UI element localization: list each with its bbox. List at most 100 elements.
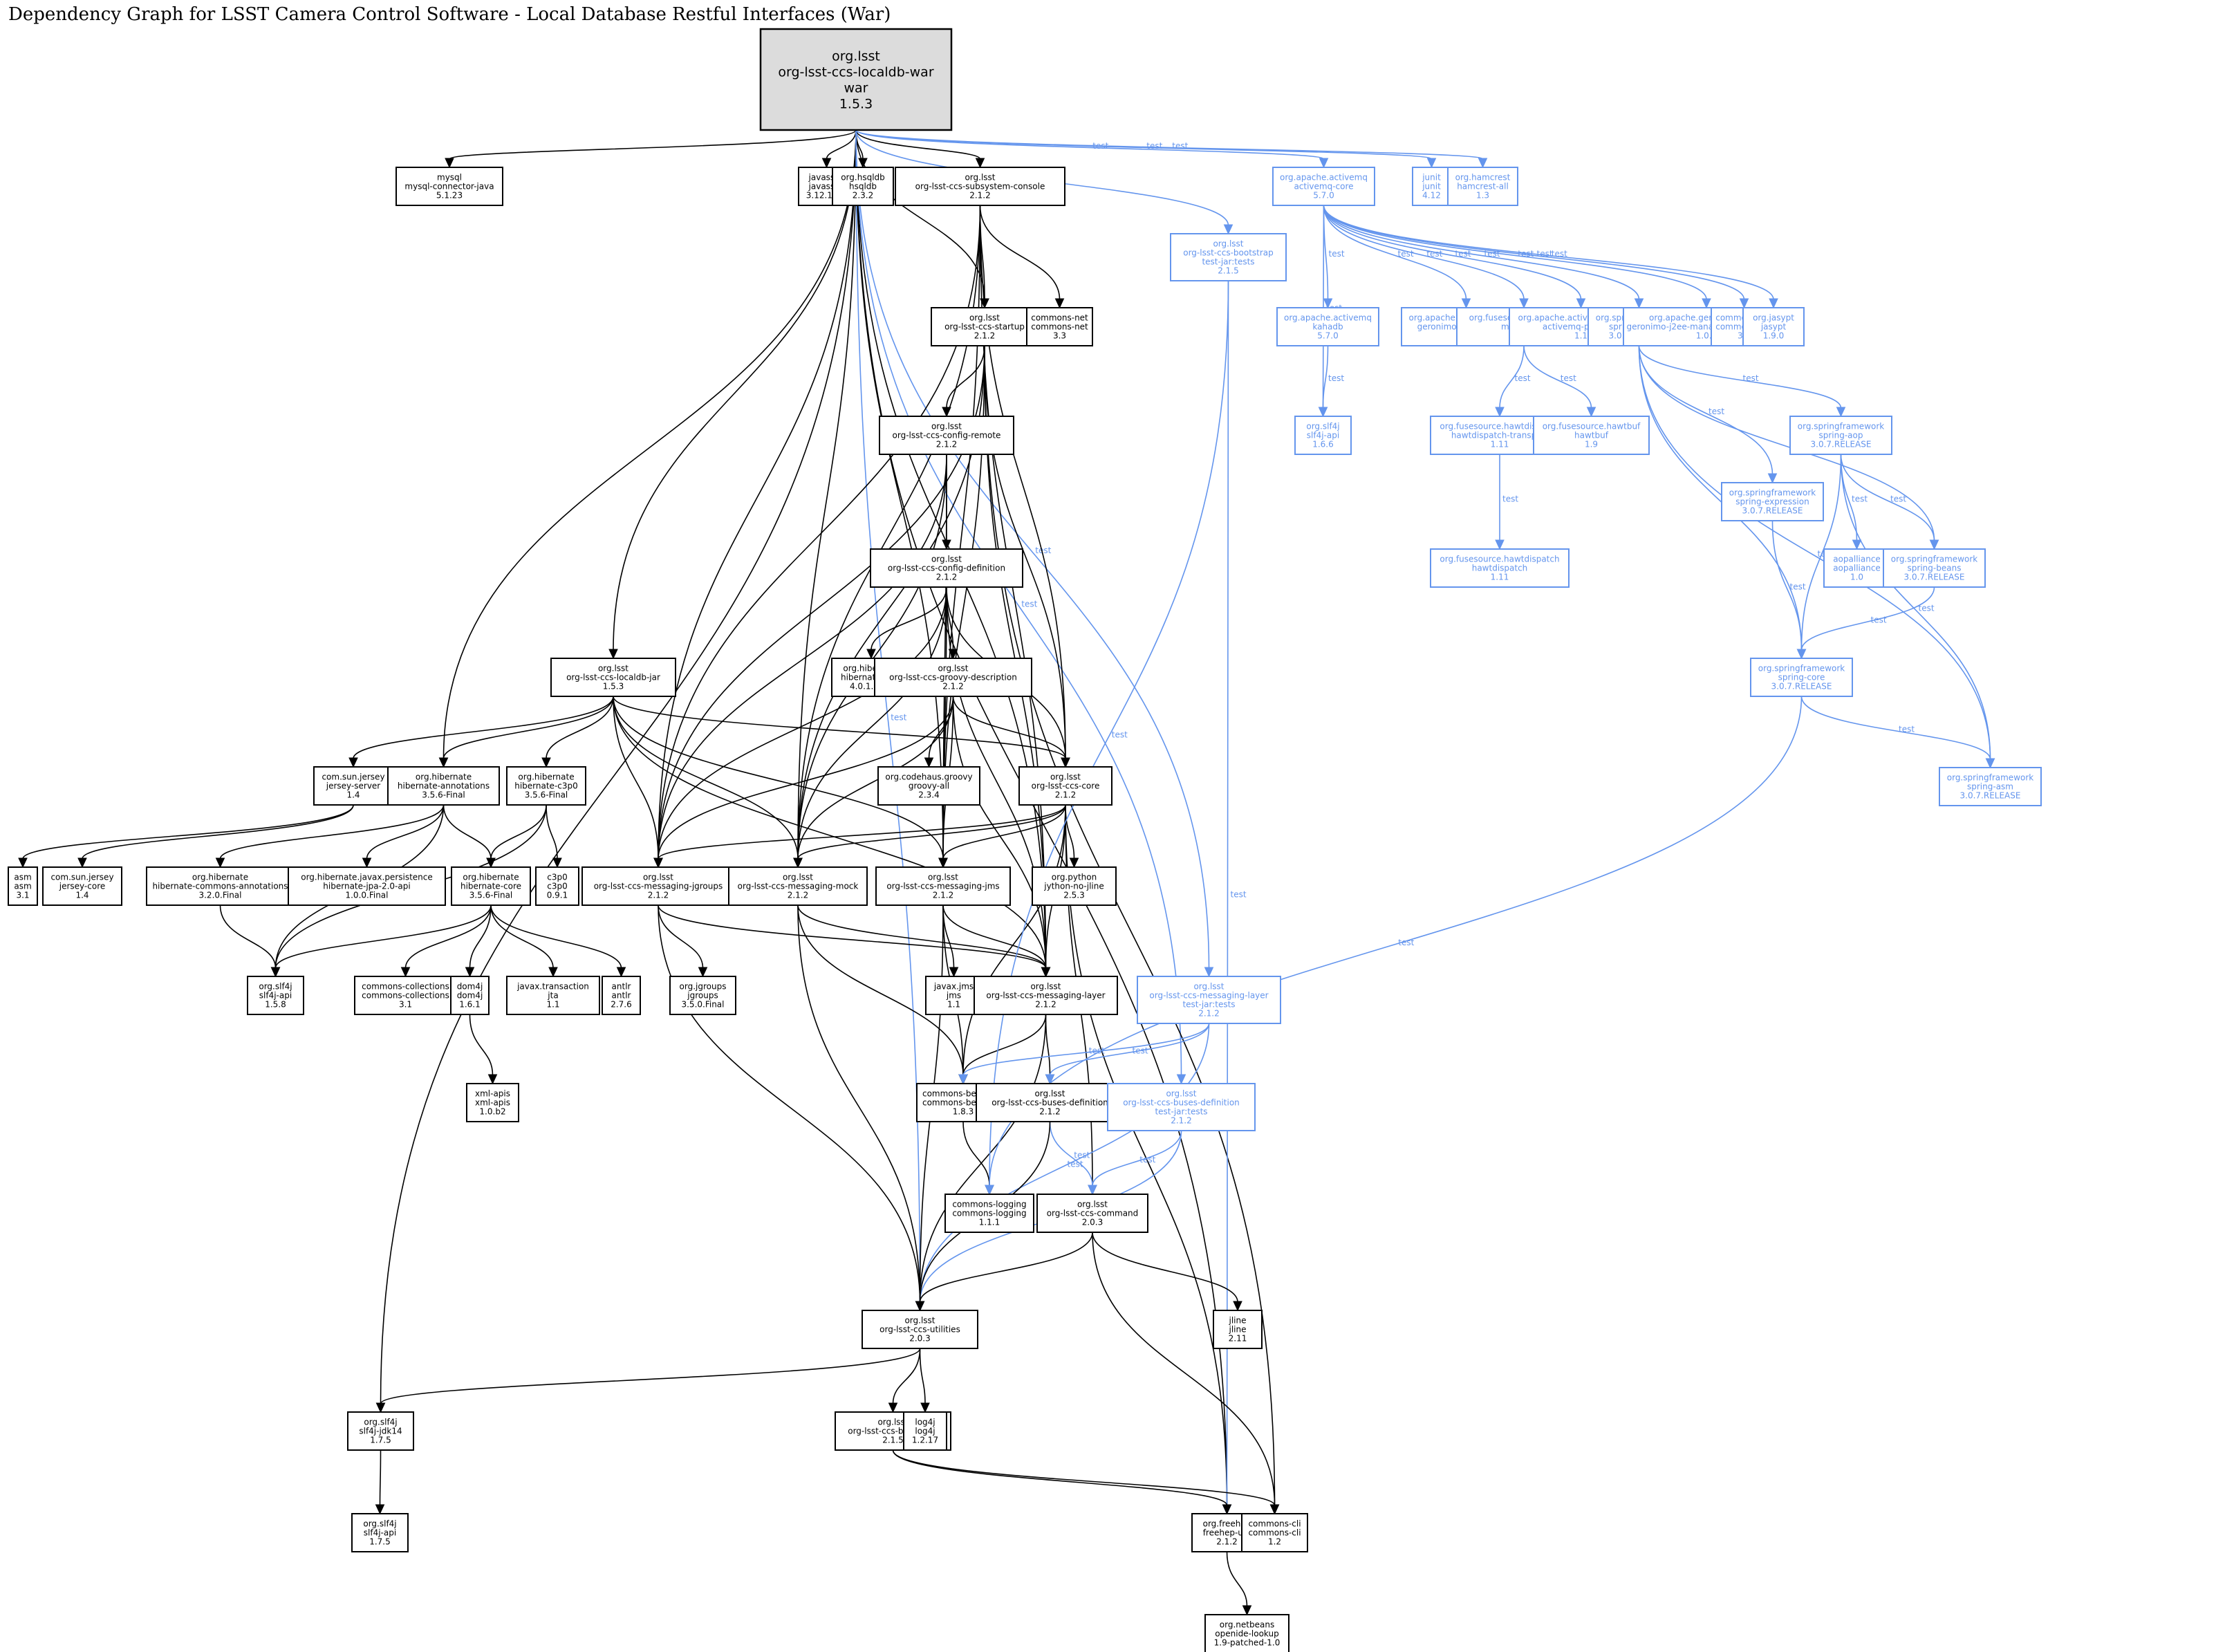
node-msg-jgroups[interactable]: org.lsstorg-lsst-ccs-messaging-jgroups2.… (581, 866, 735, 906)
node-label-line: jms (946, 991, 961, 1001)
node-label-line: org-lsst-ccs-buses-definition (991, 1098, 1108, 1108)
edge-label: test (1790, 582, 1806, 592)
node-box (354, 976, 457, 1015)
node-msg-layer[interactable]: org.lsstorg-lsst-ccs-messaging-layer2.1.… (974, 976, 1118, 1015)
node-groovy-desc[interactable]: org.lsstorg-lsst-ccs-groovy-description2… (874, 658, 1032, 697)
arrowhead (1223, 224, 1233, 235)
node-box (874, 658, 1032, 697)
node-label-line: org.hibernate (518, 772, 574, 782)
node-label-line: jline (1229, 1325, 1247, 1335)
node-spring-asm[interactable]: org.springframeworkspring-asm3.0.7.RELEA… (1939, 767, 2042, 806)
arrowhead (1054, 298, 1065, 309)
node-box (1272, 167, 1375, 206)
node-box (1823, 548, 1890, 588)
node-spring-beans[interactable]: org.springframeworkspring-beans3.0.7.REL… (1883, 548, 1986, 588)
node-jpa[interactable]: org.hibernate.javax.persistencehibernate… (288, 866, 446, 906)
node-label-line: hamcrest-all (1457, 182, 1509, 192)
node-label-line: org-lsst-ccs-groovy-description (889, 673, 1017, 683)
node-hawtdispatch[interactable]: org.fusesource.hawtdispatchhawtdispatch1… (1430, 548, 1570, 588)
node-box (1018, 766, 1112, 806)
node-label-line: junit (1422, 182, 1441, 192)
node-spring-core[interactable]: org.springframeworkspring-core3.0.7.RELE… (1750, 658, 1853, 697)
node-label-line: org.lsst (598, 664, 629, 674)
edge-hib-commons-ann-to-slf4j-158 (219, 904, 281, 978)
node-label-line: 3.0.7.RELEASE (1960, 791, 2021, 801)
node-msg-layer-tests[interactable]: org.lsstorg-lsst-ccs-messaging-layertest… (1137, 976, 1281, 1024)
edge-root-to-msg-layer-tests: test (855, 129, 1214, 978)
node-label-line: org.springframework (1729, 488, 1816, 498)
node-config-def[interactable]: org.lsstorg-lsst-ccs-config-definition2.… (870, 548, 1023, 588)
node-bootstrap-tests[interactable]: org.lsstorg-lsst-ccs-bootstraptest-jar:t… (1170, 233, 1287, 281)
arrowhead (487, 1074, 498, 1085)
node-box (288, 866, 446, 906)
node-label-line: commons-collections (362, 991, 449, 1001)
node-buses-def[interactable]: org.lsstorg-lsst-ccs-buses-definition2.1… (976, 1083, 1124, 1122)
node-spring-aop[interactable]: org.springframeworkspring-aop3.0.7.RELEA… (1789, 416, 1892, 455)
node-label-line: org-lsst-ccs-startup (944, 322, 1025, 332)
edge-path (855, 129, 921, 1303)
node-spring-expression[interactable]: org.springframeworkspring-expression3.0.… (1721, 482, 1824, 521)
node-box (146, 866, 295, 906)
node-label-line: org.lsst (1030, 982, 1061, 992)
edge-activemq-core-to-geronimo-jms: test (1323, 205, 1471, 309)
edge-bootstrap-to-commons-cli (892, 1449, 1280, 1515)
node-console[interactable]: org.lsstorg-lsst-ccs-subsystem-console2.… (895, 167, 1065, 206)
node-label-line: 2.3.2 (853, 191, 874, 201)
node-hib-annotations[interactable]: org.hibernatehibernate-annotations3.5.6-… (387, 766, 500, 806)
node-label-line: org-lsst-ccs-messaging-mock (738, 882, 859, 891)
arrowhead (1222, 1504, 1232, 1515)
node-openide[interactable]: org.netbeansopenide-lookup1.9-patched-1.… (1204, 1614, 1289, 1652)
node-buses-def-tests[interactable]: org.lsstorg-lsst-ccs-buses-definitiontes… (1107, 1083, 1256, 1131)
edge-path (469, 904, 492, 969)
node-label-line: org.hibernate (416, 772, 472, 782)
edge-path (22, 804, 354, 860)
node-label-line: groovy-all (909, 781, 949, 791)
node-hib-commons-ann[interactable]: org.hibernatehibernate-commons-annotatio… (146, 866, 295, 906)
node-commons-collections[interactable]: commons-collectionscommons-collections3.… (354, 976, 457, 1015)
node-box (862, 1310, 978, 1349)
edge-path (919, 1014, 1047, 1303)
edge-hib-core-356-to-commons-collections (400, 904, 492, 978)
